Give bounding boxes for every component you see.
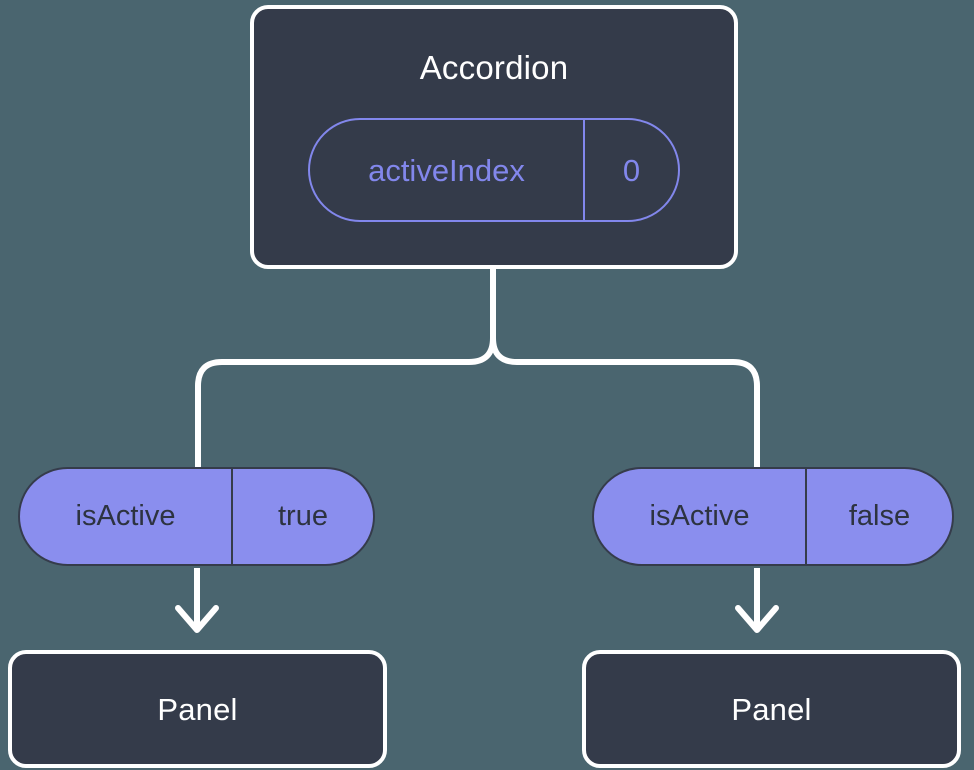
arrow-head-left xyxy=(175,605,219,633)
panel-node-right[interactable]: Panel xyxy=(582,650,961,768)
is-active-badge-right-value: false xyxy=(848,500,911,532)
accordion-node-title: Accordion xyxy=(419,49,569,86)
active-index-badge-value: 0 xyxy=(622,152,641,188)
is-active-badge-left-value: true xyxy=(278,500,328,532)
is-active-badge-left[interactable]: isActive true xyxy=(18,467,375,566)
is-active-badge-right-key: isActive xyxy=(594,469,807,564)
fork-connector xyxy=(195,266,496,470)
arrow-head-right xyxy=(735,605,779,633)
panel-node-left[interactable]: Panel xyxy=(8,650,387,768)
active-index-badge-key: activeIndex xyxy=(310,120,585,220)
panel-node-right-title: Panel xyxy=(731,691,812,727)
panel-node-left-title: Panel xyxy=(157,691,238,727)
is-active-badge-left-key: isActive xyxy=(20,469,233,564)
active-index-badge[interactable]: activeIndex 0 xyxy=(308,118,680,222)
is-active-badge-right[interactable]: isActive false xyxy=(592,467,954,566)
fork-connector-right xyxy=(490,335,760,470)
